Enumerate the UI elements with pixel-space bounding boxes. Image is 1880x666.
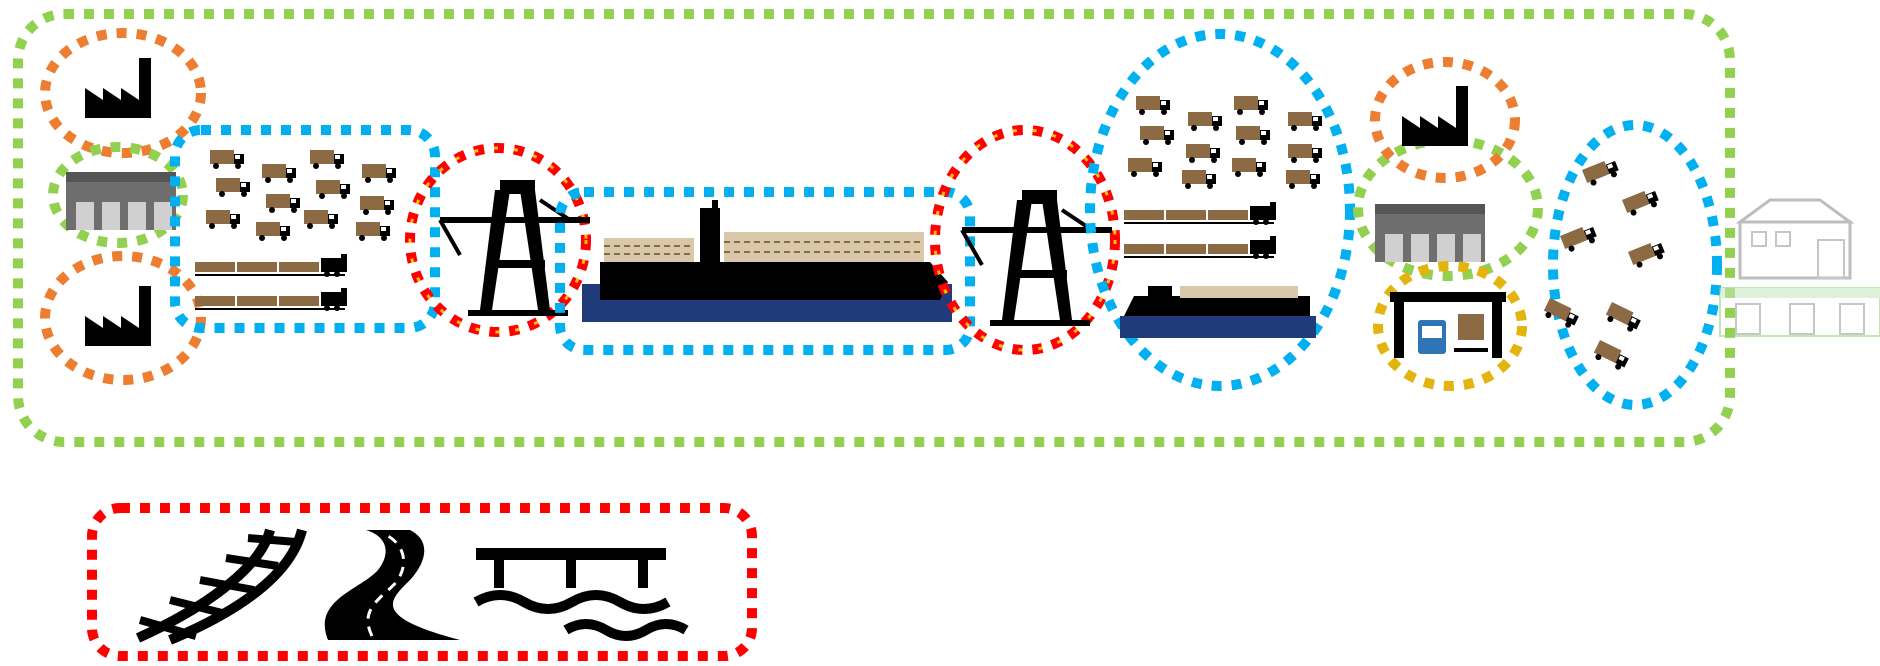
container-ship-icon — [582, 200, 952, 322]
truck-icon — [1182, 170, 1216, 189]
warehouse-icon — [66, 172, 176, 230]
truck-icon — [1592, 340, 1631, 372]
factory-icon — [85, 286, 151, 346]
truck-icon — [1140, 126, 1174, 145]
train-icon — [1124, 202, 1276, 225]
truck-icon — [362, 164, 396, 183]
truck-icon — [1542, 298, 1581, 330]
truck-icon — [1622, 187, 1661, 217]
train-icon — [195, 288, 347, 311]
truck-icon — [1604, 302, 1643, 334]
truck-icon — [1288, 144, 1322, 163]
truck-group-hinterland — [1128, 96, 1322, 189]
truck-icon — [1232, 158, 1266, 177]
barge-icon — [1120, 286, 1316, 338]
truck-icon — [216, 178, 250, 197]
truck-icon — [1286, 170, 1320, 189]
factory-icon — [1402, 86, 1468, 146]
waterway-icon — [476, 548, 686, 636]
road-icon — [325, 530, 460, 640]
truck-icon — [316, 180, 350, 199]
truck-icon — [256, 222, 290, 241]
truck-icon — [310, 150, 344, 169]
train-icon — [195, 254, 347, 277]
truck-icon — [262, 164, 296, 183]
factory-icon — [85, 58, 151, 118]
truck-icon — [1234, 96, 1268, 115]
last-mile-circle — [1553, 125, 1717, 405]
warehouse-icon — [1375, 204, 1485, 262]
shop-icon — [1720, 288, 1880, 336]
truck-icon — [1582, 157, 1621, 187]
truck-icon — [1288, 112, 1322, 131]
truck-icon — [1136, 96, 1170, 115]
truck-icon — [356, 222, 390, 241]
distribution-producer-circle — [1375, 62, 1515, 178]
truck-icon — [304, 210, 338, 229]
house-icon — [1740, 200, 1850, 278]
train-icon — [1124, 236, 1276, 259]
truck-icon — [1560, 223, 1599, 253]
truck-icon — [1628, 239, 1667, 269]
port-crane-icon — [440, 180, 590, 316]
truck-icon — [210, 150, 244, 169]
truck-icon — [1236, 126, 1270, 145]
truck-icon — [266, 194, 300, 213]
truck-icon — [1188, 112, 1222, 131]
truck-icon — [1186, 144, 1220, 163]
truck-icon — [206, 210, 240, 229]
truck-icon — [360, 196, 394, 215]
truck-group-inbound — [206, 150, 396, 241]
railway-icon — [138, 530, 302, 640]
truck-icon — [1128, 158, 1162, 177]
bus-station-icon — [1390, 292, 1506, 358]
